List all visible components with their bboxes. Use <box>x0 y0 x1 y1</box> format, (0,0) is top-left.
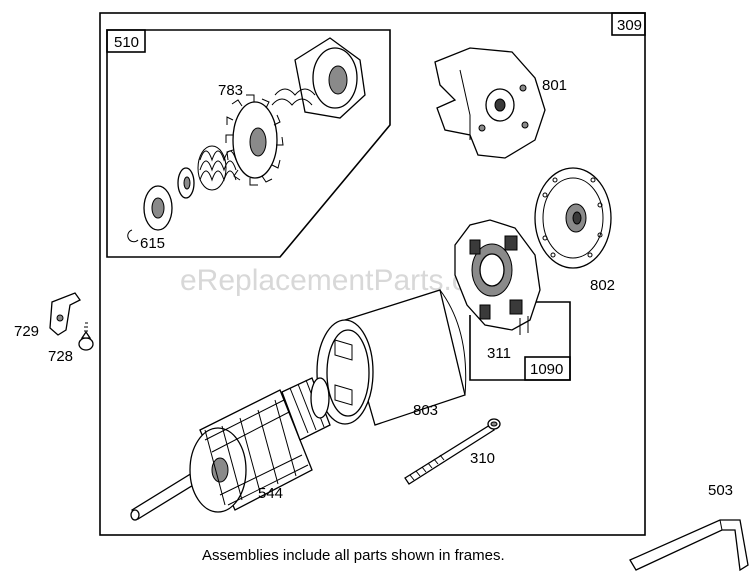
label-803: 803 <box>413 402 438 419</box>
label-615: 615 <box>140 235 165 252</box>
label-544: 544 <box>258 485 283 502</box>
label-729: 729 <box>14 323 39 340</box>
caption: Assemblies include all parts shown in fr… <box>202 547 505 564</box>
part-729-bracket <box>49 292 81 336</box>
part-801-end-cap <box>434 47 546 159</box>
part-802-end-disc <box>534 167 612 269</box>
part-washer-hole <box>183 176 191 190</box>
frame-label-box-510 <box>106 29 146 53</box>
frame-label-1090: 1090 <box>530 361 563 378</box>
part-311-brush-holder <box>454 219 541 335</box>
label-310: 310 <box>470 450 495 467</box>
label-503: 503 <box>708 482 733 499</box>
main-frame <box>99 12 646 536</box>
part-spring <box>197 145 237 191</box>
label-802: 802 <box>590 277 615 294</box>
frame-label-box-1090 <box>524 356 571 381</box>
part-503-mounting-bracket <box>629 519 749 572</box>
label-728: 728 <box>48 348 73 365</box>
label-311: 311 <box>487 345 511 362</box>
part-stop-collar <box>143 185 173 231</box>
part-783-drive-pinion <box>225 37 366 186</box>
label-783: 783 <box>218 82 243 99</box>
label-801: 801 <box>542 77 567 94</box>
part-615-retaining-ring <box>127 229 139 243</box>
frame-label-309: 309 <box>617 17 642 34</box>
watermark: eReplacementParts.com <box>180 264 508 297</box>
gear-assembly-frame <box>106 29 391 258</box>
part-728-screw <box>78 322 94 351</box>
part-544-armature <box>130 377 331 521</box>
part-803-housing <box>316 289 467 426</box>
part-310-through-bolt <box>404 418 501 485</box>
frame-label-box-309 <box>611 12 646 36</box>
frame-label-510: 510 <box>114 34 139 51</box>
